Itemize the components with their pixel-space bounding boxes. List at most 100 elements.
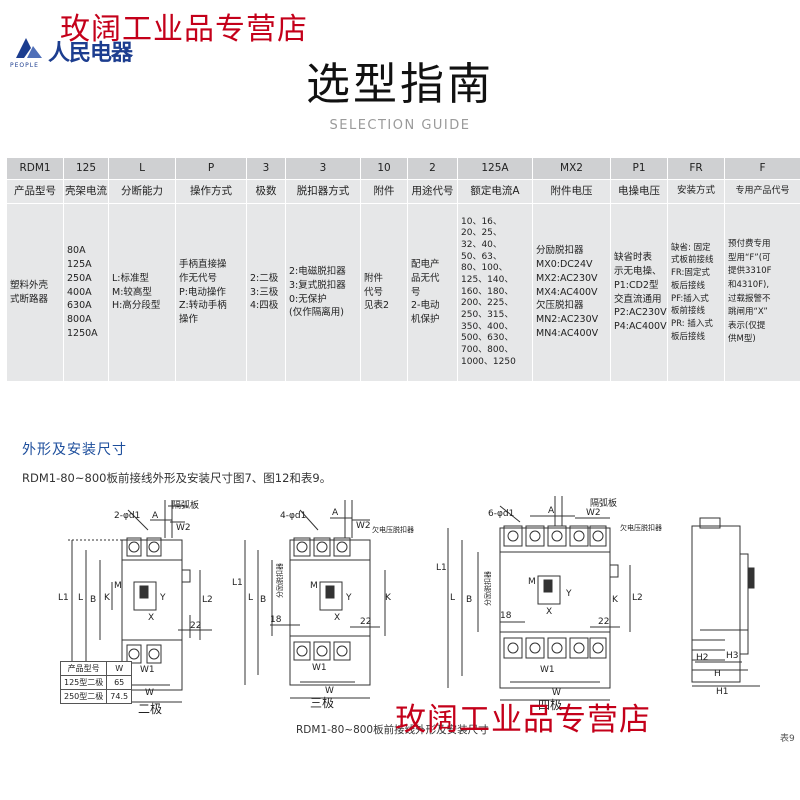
code-cell: 3 — [285, 157, 361, 180]
cell-line: 式板前接线 — [671, 255, 714, 266]
label-two-pole-L1: L1 — [58, 593, 69, 603]
dim-cell: 74.5 — [106, 689, 133, 704]
cell-line: MX0:DC24V — [536, 259, 593, 271]
code-cell: FR — [667, 157, 725, 180]
code-cell: 125 — [63, 157, 109, 180]
label-three-pole-W1: W1 — [312, 663, 327, 673]
label-four-pole-A: A — [548, 506, 555, 516]
brand-logo-text: 人民电器 — [48, 41, 133, 66]
label-three-pole-M: M — [310, 581, 318, 591]
label-two-pole-22: 22 — [190, 621, 201, 631]
cell-line: P:电动操作 — [179, 286, 226, 298]
cell-line: 1000、1250 — [461, 356, 516, 367]
cell-line: 见表2 — [364, 300, 390, 312]
header-cell: 附件 — [360, 179, 408, 204]
cell-line: MX4:AC400V — [536, 286, 598, 298]
cell-line: 手柄直接操 — [179, 259, 227, 271]
label-three-pole-B: B — [260, 595, 266, 605]
table-row: 125型二极 65 — [59, 675, 133, 690]
table-header-row: 产品型号 壳架电流 分断能力 操作方式 极数 脱扣器方式 附件 用途代号 额定电… — [6, 179, 800, 204]
cell-line: M:较高型 — [112, 286, 152, 298]
label-four-pole-L1: L1 — [436, 563, 447, 573]
drawing-two-pole — [68, 500, 212, 703]
cell-line: 125A — [67, 259, 92, 271]
section-title: 外形及安装尺寸 — [22, 442, 127, 458]
page-title: 选型指南 — [306, 59, 494, 110]
table-code-row: RDM1 125 L P 3 3 10 2 125A MX2 P1 FR F — [6, 157, 800, 180]
cell-line: 2:电磁脱扣器 — [289, 265, 346, 277]
cell-line: P1:CD2型 — [614, 279, 659, 291]
label-four-pole-M: M — [528, 577, 536, 587]
dim-header-cell: W — [106, 661, 133, 676]
header-cell: 脱扣器方式 — [285, 179, 361, 204]
dim-header-cell: 产品型号 — [59, 661, 108, 676]
cell-line: 630A — [67, 300, 92, 312]
brand-logo-icon — [16, 38, 42, 58]
drawing-three-pole — [244, 500, 386, 699]
cell-line: 32、40、 — [461, 239, 502, 250]
cell-line: 品无代 — [411, 272, 440, 284]
code-cell: 2 — [407, 157, 458, 180]
code-cell: MX2 — [532, 157, 611, 180]
header-cell: 专用产品代号 — [724, 179, 800, 204]
figure-label-two-pole: 二极 — [138, 702, 163, 716]
header-cell: 壳架电流 — [63, 179, 109, 204]
cell-line: PF:插入式 — [671, 293, 709, 304]
body-cell: 塑料外壳式断路器 — [6, 203, 64, 382]
dim-cell: 125型二极 — [59, 675, 108, 690]
cell-line: 作无代号 — [179, 272, 218, 284]
watermark-top: 玫阔工业品专营店 — [60, 12, 308, 47]
label-two-pole-arc-plate: 隔弧板 — [172, 499, 199, 511]
label-four-pole-arc-plate: 隔弧板 — [590, 497, 617, 509]
label-three-pole-L1: L1 — [232, 578, 243, 588]
cell-line: 塑料外壳 — [10, 279, 49, 291]
header-cell: 分断能力 — [108, 179, 176, 204]
label-two-pole-X: X — [148, 613, 154, 623]
label-four-pole-L2: L2 — [632, 593, 643, 603]
code-cell: 125A — [457, 157, 533, 180]
cell-line: 和4310F), — [728, 279, 770, 290]
figure-label-four-pole: 四极 — [538, 698, 563, 712]
label-four-pole-W2: W2 — [586, 508, 601, 518]
label-two-pole-L: L — [78, 593, 83, 603]
header-cell: 附件电压 — [532, 179, 611, 204]
cell-line: 式断路器 — [10, 293, 49, 305]
dimension-drawings: 2-φd1 隔弧板 A W2 L1 L B K M Y X L2 22 W1 W… — [58, 496, 760, 703]
cell-line: MN4:AC400V — [536, 327, 599, 339]
cell-line: 板前接线 — [671, 306, 706, 317]
cell-line: 800A — [67, 314, 92, 326]
label-three-pole-W2: W2 — [356, 521, 371, 531]
label-four-pole-W: W — [552, 688, 561, 698]
cell-line: 3:三极 — [250, 286, 279, 298]
body-cell: 手柄直接操作无代号 P:电动操作 Z:转动手柄操作 — [175, 203, 247, 382]
label-three-pole-L: L — [248, 593, 253, 603]
label-four-pole-K: K — [612, 595, 619, 605]
cell-line: Z:转动手柄 — [179, 300, 227, 312]
cell-line: 0:无保护 — [289, 293, 327, 305]
cell-line: 配电产 — [411, 259, 440, 271]
code-cell: L — [108, 157, 176, 180]
cell-line: P2:AC230V — [614, 307, 667, 319]
label-three-pole-22: 22 — [360, 617, 371, 627]
watermark-bottom: 玫阔工业品专营店 — [395, 702, 651, 738]
brand-logo: 人民电器 PEOPLE — [6, 32, 166, 69]
cell-line: 操作 — [179, 314, 199, 326]
label-four-pole-L: L — [450, 593, 455, 603]
cell-line: 分励脱扣器 — [536, 245, 584, 257]
cell-line: 过载报警不 — [728, 293, 771, 304]
label-four-pole-B: B — [466, 595, 472, 605]
table-row: 250型二极 74.5 — [59, 689, 133, 704]
cell-line: 350、400、 — [461, 321, 514, 332]
cell-line: 代号 — [364, 286, 384, 298]
dimension-table: 产品型号 W 125型二极 65 250型二极 74.5 — [59, 661, 133, 704]
table-reference-text: 表9 — [780, 734, 795, 744]
code-cell: RDM1 — [6, 157, 64, 180]
drawing-four-pole — [447, 496, 631, 701]
